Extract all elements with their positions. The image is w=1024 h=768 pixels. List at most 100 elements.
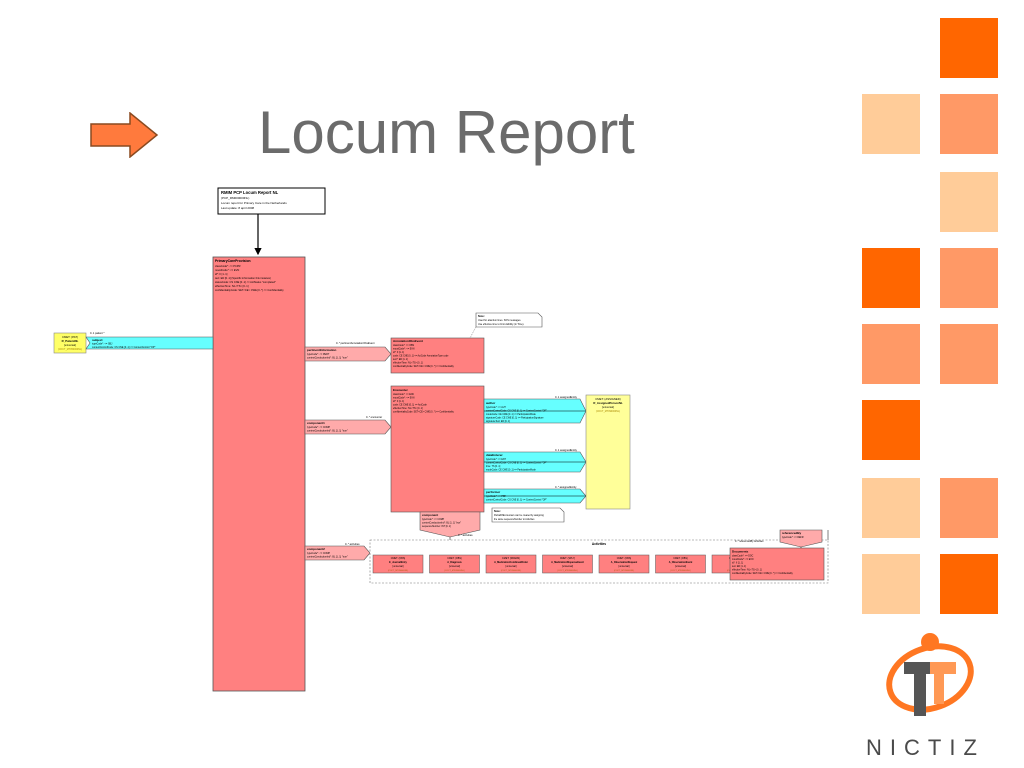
nictiz-logo-icon bbox=[886, 633, 974, 716]
class-attr: moodCode*: <= EVN bbox=[732, 558, 754, 561]
class-attr: confidentialityCode: SET<CE> CWE [0..*] … bbox=[393, 411, 455, 414]
activity-line: A_MedicationCombinedOrder bbox=[494, 561, 528, 564]
activity-line: (COCT_MT050000NL) bbox=[388, 570, 409, 572]
class-attr: classCode*: <= OBS bbox=[393, 344, 415, 347]
activity-line: A_ObservationEvent bbox=[669, 561, 693, 564]
participation-attr: typeCode*: <= PRF bbox=[486, 495, 507, 498]
relationship-title: pertinentInformation bbox=[307, 348, 336, 352]
activity-line: A_MedicationDispenseEvent bbox=[551, 561, 584, 564]
activity-line: [universal] bbox=[449, 565, 460, 568]
activity-line: CMET: (OBS) bbox=[617, 557, 632, 560]
class-attr: text: ED [1..1] bbox=[732, 565, 746, 568]
annotation-obs-event-class: AnnotationObsEvent classCode*: <= OBS mo… bbox=[390, 337, 485, 374]
note-line: the same sequenceNumber to Activities bbox=[494, 518, 535, 521]
note-connector bbox=[469, 326, 477, 339]
square-orange-light bbox=[940, 172, 998, 232]
relationship-title: component2 bbox=[307, 547, 325, 551]
link-label: 0..1 assignedEntity bbox=[555, 448, 578, 452]
note-line: Used for attention lines. SOS messages. bbox=[478, 319, 521, 322]
cmet-line: (COCT_MT050000NL) bbox=[58, 348, 82, 351]
activities-label: Activities bbox=[592, 542, 606, 546]
class-attr: confidentialityCode: SET<CE> CWE [0..*] … bbox=[215, 288, 284, 292]
activity-box-bg bbox=[372, 554, 424, 574]
activity-cmet-box: CMET: (OBS)E_JournalEntry[universal](COC… bbox=[372, 554, 424, 574]
rmim-header-box: RMIM PCP Locum Report NL (PCP_RM000000NL… bbox=[217, 187, 326, 215]
participation-attr: modeCode: CE CWE [0..1] <= Participation… bbox=[486, 469, 537, 472]
class-attr: code: CE CWE [0..1] <= ActCode bbox=[393, 404, 428, 407]
participation-attr: time: TS [0..1] bbox=[486, 465, 501, 468]
activity-cmet-box: CMET: (OBS)A_Diagnosis[universal] (COCT_M… bbox=[429, 554, 480, 574]
slide-title: Locum Report bbox=[258, 99, 635, 166]
square-orange-mid bbox=[940, 94, 998, 154]
participation-attr: typeCode*: <= AUT bbox=[486, 406, 506, 409]
author-participation: author typeCode*: <= AUT contextControlC… bbox=[483, 395, 587, 424]
link-label: 0..1 patient * bbox=[90, 331, 105, 335]
primary-care-provision-class: PrimaryCareProvision classCode*: <= PCPR… bbox=[212, 256, 306, 692]
relationship-attr: contextConductionInd*: BL [1..1] "true" bbox=[307, 556, 348, 559]
participation-title: performer bbox=[486, 490, 501, 494]
class-attr: effectiveTime: IVL<TS> [0..1] bbox=[732, 569, 762, 572]
square-orange-dark bbox=[940, 554, 998, 614]
participation-title: dataEnterer bbox=[486, 453, 504, 457]
link-label: 0..* encounter bbox=[366, 415, 382, 419]
activity-box-bg bbox=[655, 554, 706, 574]
activity-line: (COCT_MT050000NL) bbox=[670, 570, 691, 572]
class-title: AnnotationObsEvent bbox=[393, 339, 423, 343]
relationship-title: component bbox=[422, 513, 438, 517]
activity-line: E_JournalEntry bbox=[389, 561, 407, 564]
square-orange-mid bbox=[862, 324, 920, 384]
activity-line: [universal] bbox=[506, 565, 517, 568]
activity-cmet-box: CMET: (OBS)A_ObservationRequest[universa… bbox=[598, 554, 650, 574]
participation-attr: contextControlCode: CS CNE [0..1] <= Con… bbox=[486, 462, 547, 465]
cmet-line: [universal] bbox=[64, 343, 76, 347]
relationship-attr: contextConductionInd*: BL [1..1] "true" bbox=[307, 430, 348, 433]
class-title: Encounter bbox=[393, 388, 409, 392]
class-attr: code: CE CNE [0..1] <= ActCode Annotatio… bbox=[393, 355, 449, 358]
class-attr: id*: II [1..1] bbox=[215, 272, 228, 276]
link-label: 0..* assignedEntity bbox=[555, 485, 577, 489]
cmet-patient-box: CMET: (PAT) R_PatientNL [universal] (COC… bbox=[53, 332, 87, 354]
square-orange-dark bbox=[862, 400, 920, 460]
note-box: Note: Used for attention lines. SOS mess… bbox=[475, 312, 543, 328]
header-box-line: (PCP_RM000000NL) bbox=[221, 196, 249, 200]
square-orange-mid bbox=[940, 324, 998, 384]
participation-attr: typeCode*: <= ENT bbox=[486, 458, 507, 461]
class-attr: moodCode*: <= EVN bbox=[393, 397, 415, 400]
class-attr: classCode*: <= ENC bbox=[393, 393, 414, 396]
square-orange-light bbox=[862, 94, 920, 154]
cmet-line: [universal] bbox=[602, 405, 614, 409]
activity-line: CMET: (OBS) bbox=[447, 557, 462, 560]
note-line: Note: bbox=[494, 509, 501, 513]
documents-class: Documents classCode*: <= DOC moodCode*: … bbox=[729, 547, 825, 581]
data-enterer-participation: dataEnterer typeCode*: <= ENT contextCon… bbox=[483, 448, 587, 473]
class-attr: moodCode*: <= EVN bbox=[215, 268, 239, 272]
relationship-attr: contextConductionInd*: BL [1..1] "true" bbox=[307, 357, 348, 360]
square-orange-light bbox=[862, 554, 920, 614]
pertinent-information-relationship: pertinentInformation typeCode*: <= PERT … bbox=[304, 341, 392, 362]
link-label: 0..1 assignedEntity bbox=[555, 395, 578, 399]
activity-line: A_ObservationRequest bbox=[611, 561, 638, 564]
cmet-line: CMET: (ASSIGNED) bbox=[595, 397, 621, 401]
class-attr: effectiveTime: IVL<TS> [0..1] bbox=[393, 362, 423, 365]
relationship-attr: typeCode*: <= COMP bbox=[422, 518, 445, 521]
right-arrow-icon bbox=[90, 112, 159, 158]
activity-box-bg bbox=[485, 554, 537, 574]
activity-line: (COCT_MT050000NL) bbox=[444, 570, 465, 572]
class-title: PrimaryCareProvision bbox=[215, 259, 251, 263]
class-attr: id*: II [1..1] bbox=[732, 563, 743, 565]
link-label: 0..* pertinentAnnotationObsEvent bbox=[336, 341, 375, 345]
activity-box-bg bbox=[429, 554, 480, 574]
class-attr: moodCode*: <= EVN bbox=[393, 348, 415, 351]
activity-line: [universal] bbox=[619, 565, 630, 568]
relationship-attr: typeCode*: <= REFR bbox=[782, 536, 804, 539]
activity-cmet-box: CMET: (SPLY)A_MedicationDispenseEvent[un… bbox=[542, 554, 593, 574]
relationship-attr: typeCode*: <= PERT bbox=[307, 353, 330, 356]
class-attr: effectiveTime: IVL<TS> [0..1] bbox=[393, 407, 423, 410]
activity-line: CMET: (OBS) bbox=[391, 557, 406, 560]
class-attr: id*: II [1..1] bbox=[393, 401, 404, 403]
square-orange-mid bbox=[940, 478, 998, 538]
relationship-title: referencedBy bbox=[782, 531, 802, 535]
activity-line: A_Diagnosis bbox=[447, 561, 462, 564]
participation-attr: signatureCode: CE CWE [0..1] <= Particip… bbox=[486, 417, 544, 420]
note-box: Note: PartialOfEncounters can be created… bbox=[491, 507, 565, 523]
